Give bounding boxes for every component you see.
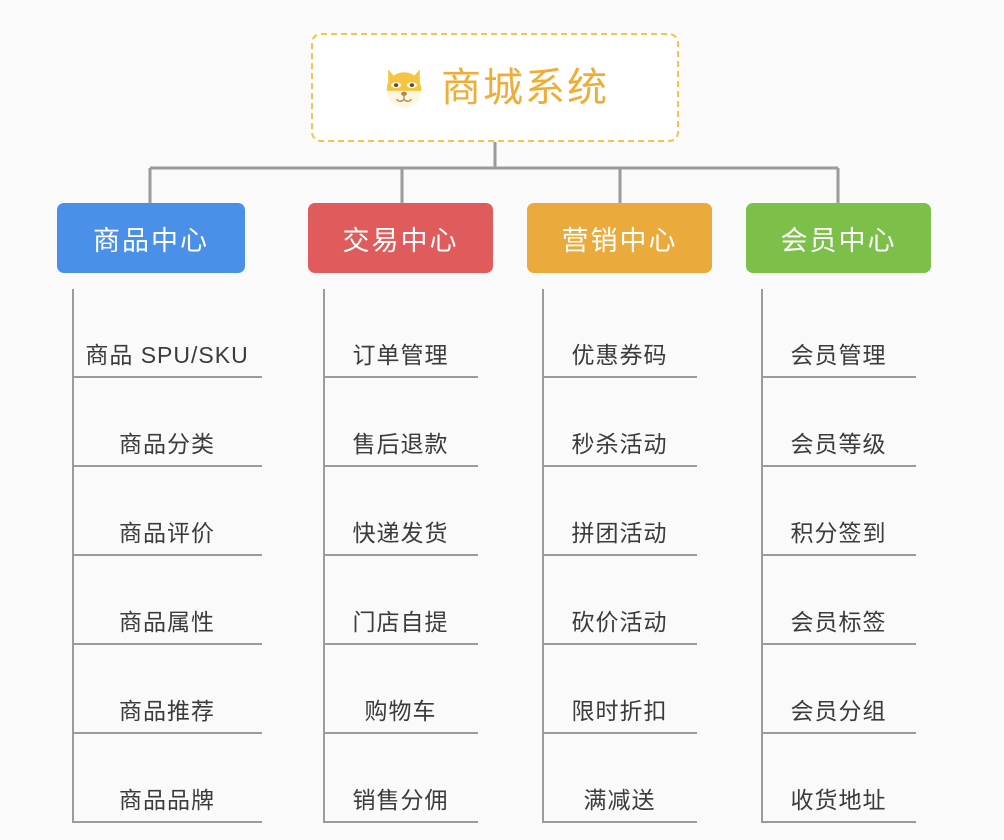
- leaf-item-label: 会员等级: [790, 431, 887, 457]
- leaf-item-label: 商品品牌: [119, 787, 215, 813]
- leaf-item[interactable]: 商品评价: [72, 467, 262, 556]
- leaf-item-label: 商品 SPU/SKU: [85, 342, 249, 368]
- shiba-dog-face-icon: [381, 65, 427, 111]
- leaf-item-label: 订单管理: [352, 342, 449, 368]
- category-column-3: 营销中心优惠券码秒杀活动拼团活动砍价活动限时折扣满减送: [527, 203, 712, 823]
- leaf-item-label: 砍价活动: [571, 609, 668, 635]
- leaf-item[interactable]: 砍价活动: [542, 556, 697, 645]
- leaf-item-label: 售后退款: [352, 431, 449, 457]
- leaf-item[interactable]: 商品推荐: [72, 645, 262, 734]
- leaf-item-label: 限时折扣: [571, 698, 668, 724]
- leaf-item[interactable]: 销售分佣: [323, 734, 478, 823]
- leaf-item[interactable]: 优惠券码: [542, 289, 697, 378]
- category-column-1: 商品中心商品 SPU/SKU 商品分类商品评价商品属性商品推荐商品品牌: [57, 203, 262, 823]
- leaf-item[interactable]: 满减送: [542, 734, 697, 823]
- leaf-item[interactable]: 会员等级: [761, 378, 916, 467]
- leaf-item-label: 销售分佣: [352, 787, 449, 813]
- leaf-item[interactable]: 门店自提: [323, 556, 478, 645]
- leaf-item-label: 秒杀活动: [571, 431, 668, 457]
- leaf-list-3: 优惠券码秒杀活动拼团活动砍价活动限时折扣满减送: [542, 289, 697, 823]
- leaf-item[interactable]: 订单管理: [323, 289, 478, 378]
- leaf-item[interactable]: 收货地址: [761, 734, 916, 823]
- leaf-item-label: 商品推荐: [119, 698, 215, 724]
- leaf-item[interactable]: 积分签到: [761, 467, 916, 556]
- leaf-item-label: 商品评价: [119, 520, 215, 546]
- leaf-item[interactable]: 拼团活动: [542, 467, 697, 556]
- category-header-1[interactable]: 商品中心: [57, 203, 245, 273]
- leaf-item-label: 满减送: [583, 787, 656, 813]
- leaf-list-4: 会员管理会员等级积分签到会员标签会员分组收货地址: [761, 289, 916, 823]
- leaf-item[interactable]: 快递发货: [323, 467, 478, 556]
- leaf-item-label: 会员分组: [790, 698, 887, 724]
- leaf-item[interactable]: 商品品牌: [72, 734, 262, 823]
- leaf-item-label: 拼团活动: [571, 520, 668, 546]
- leaf-item-label: 积分签到: [790, 520, 887, 546]
- leaf-item[interactable]: 商品属性: [72, 556, 262, 645]
- leaf-item[interactable]: 会员分组: [761, 645, 916, 734]
- column-spine-2: [323, 289, 325, 823]
- leaf-item[interactable]: 商品分类: [72, 378, 262, 467]
- root-title: 商城系统: [441, 65, 609, 110]
- leaf-item-label: 购物车: [364, 698, 437, 724]
- leaf-item[interactable]: 会员管理: [761, 289, 916, 378]
- leaf-item-label: 收货地址: [790, 787, 887, 813]
- leaf-list-1: 商品 SPU/SKU 商品分类商品评价商品属性商品推荐商品品牌: [72, 289, 262, 823]
- leaf-item[interactable]: 售后退款: [323, 378, 478, 467]
- leaf-item-label: 快递发货: [352, 520, 449, 546]
- leaf-item-label: 会员管理: [790, 342, 887, 368]
- leaf-item[interactable]: 商品 SPU/SKU: [72, 289, 262, 378]
- leaf-item-label: 商品属性: [119, 609, 215, 635]
- leaf-item[interactable]: 秒杀活动: [542, 378, 697, 467]
- category-header-4[interactable]: 会员中心: [746, 203, 931, 273]
- column-spine-3: [542, 289, 544, 823]
- leaf-item[interactable]: 购物车: [323, 645, 478, 734]
- leaf-item[interactable]: 会员标签: [761, 556, 916, 645]
- leaf-item-label: 会员标签: [790, 609, 887, 635]
- root-node[interactable]: 商城系统: [311, 33, 679, 142]
- category-column-4: 会员中心会员管理会员等级积分签到会员标签会员分组收货地址: [746, 203, 931, 823]
- category-header-2[interactable]: 交易中心: [308, 203, 493, 273]
- leaf-item-label: 优惠券码: [571, 342, 668, 368]
- leaf-list-2: 订单管理售后退款快递发货门店自提购物车销售分佣: [323, 289, 478, 823]
- category-header-3[interactable]: 营销中心: [527, 203, 712, 273]
- column-spine-1: [72, 289, 74, 823]
- leaf-item-label: 门店自提: [352, 609, 449, 635]
- leaf-item-label: 商品分类: [119, 431, 215, 457]
- category-column-2: 交易中心订单管理售后退款快递发货门店自提购物车销售分佣: [308, 203, 493, 823]
- column-spine-4: [761, 289, 763, 823]
- leaf-item[interactable]: 限时折扣: [542, 645, 697, 734]
